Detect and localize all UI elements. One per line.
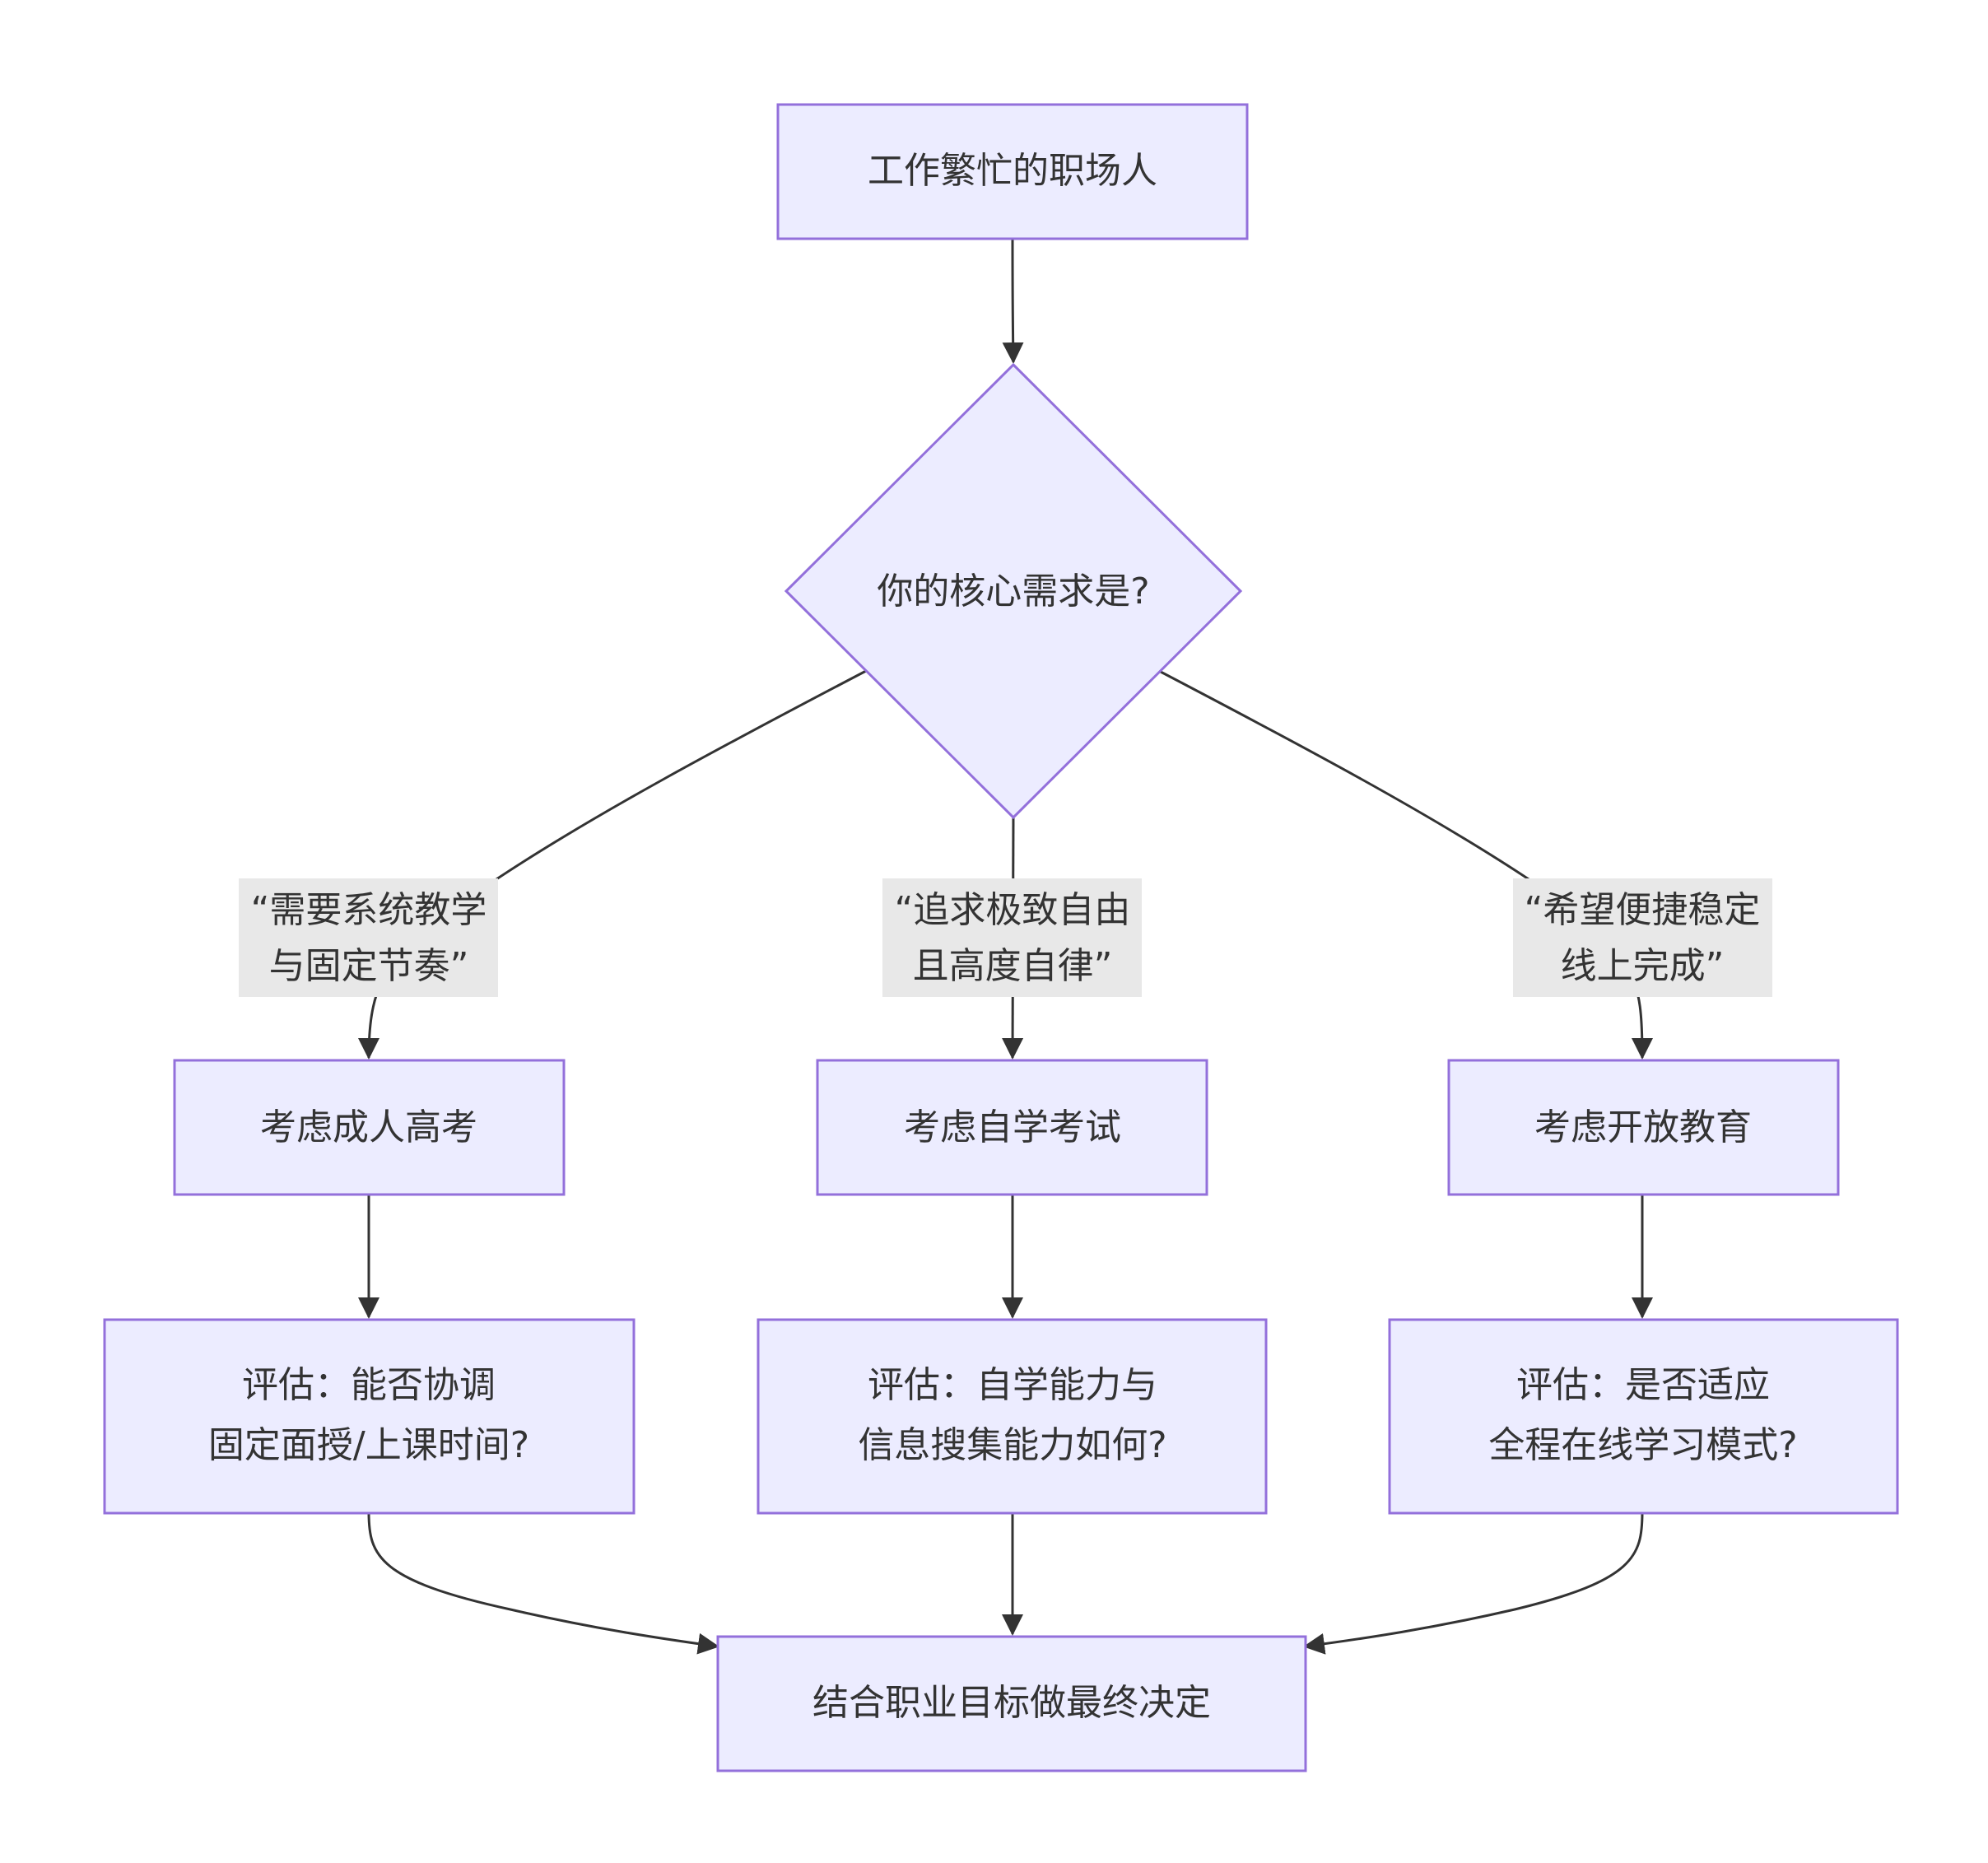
node-start[interactable]: 工作繁忙的职场人 (776, 103, 1249, 240)
node-assessment-2-line-1: 评估：自学能力与 (868, 1364, 1157, 1406)
edge-label-3: “希望便捷稳定 线上完成” (1513, 878, 1772, 997)
node-assessment-1-line-2: 固定面授/上课时间? (208, 1424, 529, 1466)
edge-label-2: “追求极致自由 且高度自律” (882, 878, 1142, 997)
edge-label-2-line-1: “追求极致自由 (895, 889, 1131, 931)
node-assessment-1[interactable]: 评估：能否协调 固定面授/上课时间? (103, 1318, 636, 1515)
edge-assessment-3-to-end (1303, 1511, 1644, 1655)
edge-label-3-line-1: “希望便捷稳定 (1525, 889, 1761, 931)
node-open-education-label: 考虑开放教育 (1534, 1106, 1752, 1148)
node-self-study-exam-label: 考虑自学考试 (904, 1106, 1121, 1148)
edge-label-3-line-2: 线上完成” (1561, 945, 1725, 987)
node-adult-exam-label: 考虑成人高考 (260, 1106, 477, 1148)
edge-label-2-line-2: 且高度自律” (913, 945, 1113, 987)
node-assessment-1-line-1: 评估：能否协调 (242, 1364, 496, 1406)
node-assessment-3-line-2: 全程在线学习模式? (1488, 1424, 1797, 1466)
edge-decision-to-adult-exam (358, 669, 867, 1060)
node-assessment-3[interactable]: 评估：是否适应 全程在线学习模式? (1388, 1318, 1899, 1515)
node-end-label: 结合职业目标做最终决定 (812, 1682, 1211, 1724)
node-start-label: 工作繁忙的职场人 (868, 150, 1157, 192)
edge-decision-to-open-edu (1158, 669, 1653, 1060)
node-open-education[interactable]: 考虑开放教育 (1447, 1059, 1840, 1196)
edge-label-1-line-1: “需要系统教学 (251, 889, 487, 931)
node-end[interactable]: 结合职业目标做最终决定 (716, 1635, 1307, 1772)
node-adult-exam[interactable]: 考虑成人高考 (173, 1059, 566, 1196)
node-self-study-exam[interactable]: 考虑自学考试 (816, 1059, 1208, 1196)
edge-label-1: “需要系统教学 与固定节奏” (239, 878, 498, 997)
edge-assessment-1-to-end (367, 1511, 719, 1655)
node-assessment-2-line-2: 信息搜集能力如何? (858, 1424, 1166, 1466)
node-assessment-3-line-1: 评估：是否适应 (1516, 1364, 1770, 1406)
node-assessment-2[interactable]: 评估：自学能力与 信息搜集能力如何? (757, 1318, 1268, 1515)
node-decision-label: 你的核心需求是? (877, 571, 1149, 612)
node-decision[interactable]: 你的核心需求是? (784, 362, 1243, 820)
edge-label-1-line-2: 与固定节奏” (269, 945, 469, 987)
